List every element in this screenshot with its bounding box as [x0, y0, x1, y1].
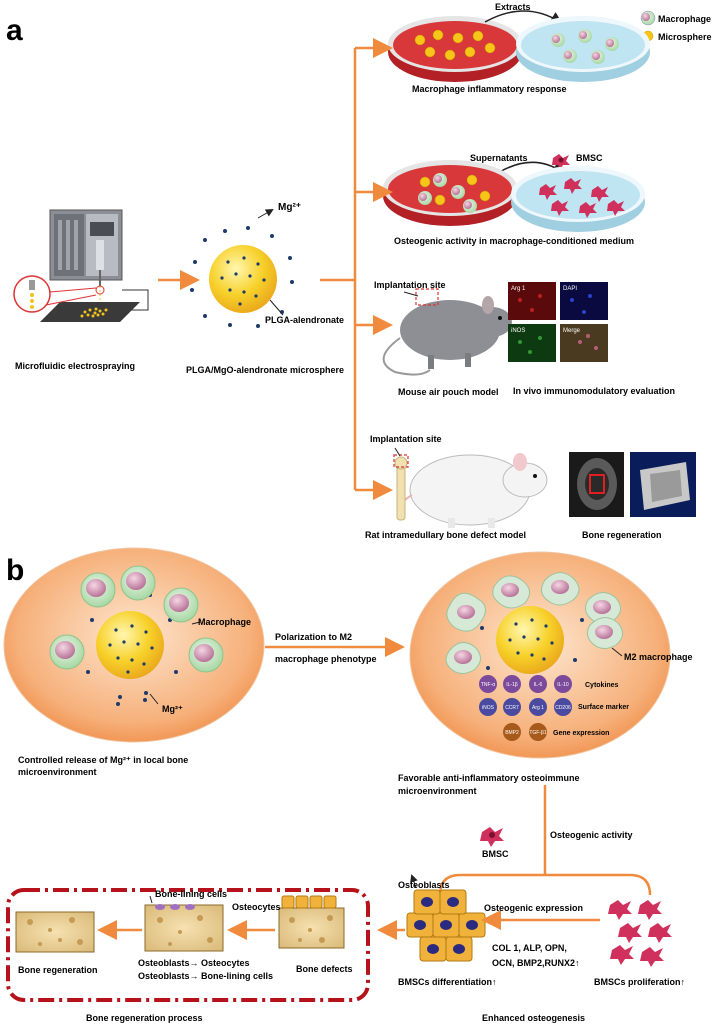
- genes-line1: COL 1, ALP, OPN,: [492, 943, 567, 953]
- plga-microsphere: [190, 226, 294, 328]
- fluor-label-arg1: Arg 1: [511, 286, 526, 292]
- rat-model-label: Rat intramedullary bone defect model: [365, 530, 526, 540]
- ob-osteocytes-label: Osteoblasts→ Osteocytes: [138, 958, 250, 968]
- dish-red-2: [383, 160, 517, 226]
- osteogenic-activity-label: Osteogenic activity: [550, 830, 633, 840]
- extracts-label: Extracts: [495, 2, 531, 12]
- macrophage-response-label: Macrophage inflammatory response: [412, 84, 567, 94]
- bone-defects-image: [278, 895, 345, 949]
- marker-il10: IL-10: [557, 682, 569, 688]
- marker-tgfb1: TGF-β1: [529, 730, 547, 736]
- macrophage-cells-left: [49, 565, 224, 673]
- marker-il6: IL-6: [534, 682, 543, 688]
- controlled-release-line2: microenvironment: [18, 767, 97, 777]
- bmsc-icon-b: [480, 827, 504, 847]
- enhanced-osteogenesis-label: Enhanced osteogenesis: [482, 1013, 585, 1023]
- osteoblast-cluster: [406, 889, 486, 962]
- panel-b-label: b: [6, 554, 24, 587]
- surface-marker-label: Surface marker: [578, 704, 629, 711]
- marker-il1b: IL-1β: [506, 682, 518, 688]
- fluor-label-dapi: DAPI: [563, 286, 577, 292]
- microsphere-name-label: PLGA/MgO-alendronate microsphere: [186, 365, 344, 375]
- favorable-line2: microenvironment: [398, 786, 477, 796]
- bone-lining-label: Bone-lining cells: [155, 889, 227, 899]
- bmsc-legend-icon: [552, 154, 570, 170]
- dish-blue-1: [516, 16, 650, 82]
- marker-balls: TNF-α IL-1β IL-6 IL-10 iNOS CCR7 Arg 1 C…: [479, 675, 572, 741]
- bmsc-label-b: BMSC: [482, 849, 509, 859]
- marker-tnf: TNF-α: [481, 682, 495, 688]
- macrophage-label-b: Macrophage: [198, 617, 251, 627]
- electrospray-device: [13, 209, 149, 322]
- bmsc-legend-label: BMSC: [576, 153, 603, 163]
- plga-alendronate-label: PLGA-alendronate: [265, 315, 344, 325]
- in-vivo-label: In vivo immunomodulatory evaluation: [513, 386, 675, 396]
- m2-cells: [445, 572, 623, 674]
- bone-process-box: [6, 888, 370, 1002]
- implantation-site-label-2: Implantation site: [370, 434, 442, 444]
- bmsc-proliferation-cluster: [608, 900, 672, 967]
- fluorescence-panels: Arg 1 DAPI iNOS Merge: [508, 282, 608, 362]
- fluor-label-merge: Merge: [563, 328, 581, 334]
- bone-middle-image: [144, 904, 224, 952]
- legend: Macrophage Microsphere: [640, 10, 712, 42]
- mg-label-b: Mg²⁺: [162, 704, 183, 714]
- extracts-arrow: [484, 10, 563, 24]
- implantation-site-label-1: Implantation site: [374, 280, 446, 290]
- bone-regeneration-b-label: Bone regeneration: [18, 965, 98, 975]
- marker-bmp2: BMP2: [505, 730, 519, 736]
- plga-pointer: [269, 299, 284, 316]
- bone-regenerated-image: [15, 911, 95, 953]
- microct-images: [569, 452, 696, 517]
- bmsc-differentiation-label: BMSCs differentiation↑: [398, 977, 497, 987]
- legend-macrophage-label: Macrophage: [658, 14, 711, 24]
- marker-ccr7: CCR7: [505, 705, 519, 711]
- rat-illustration: [393, 447, 548, 528]
- bmsc-proliferation-label: BMSCs proliferation↑: [594, 977, 685, 987]
- osteogenic-bracket: [438, 785, 652, 896]
- fluor-label-inos: iNOS: [511, 328, 525, 334]
- macrophage-halo-left: [3, 547, 265, 743]
- cytokines-label: Cytokines: [585, 682, 619, 689]
- marker-cd206: CD206: [555, 705, 571, 711]
- favorable-line1: Favorable anti-inflammatory osteoimmune: [398, 773, 580, 783]
- ob-lining-label: Osteoblasts→ Bone-lining cells: [138, 971, 273, 981]
- osteoblasts-label: Osteoblasts: [398, 880, 450, 890]
- dish-blue-2: [511, 166, 645, 232]
- m2-halo-right: [409, 551, 671, 759]
- marker-inos: iNOS: [482, 705, 495, 711]
- osteogenic-expression-label: Osteogenic expression: [484, 903, 583, 913]
- bone-process-label: Bone regeneration process: [86, 1013, 203, 1023]
- genes-line2: OCN, BMP2,RUNX2↑: [492, 958, 580, 968]
- mg-label-a: Mg²⁺: [278, 202, 301, 213]
- osteogenic-medium-label: Osteogenic activity in macrophage-condit…: [394, 236, 634, 246]
- polarization-line2: macrophage phenotype: [275, 654, 377, 664]
- bone-defects-label: Bone defects: [296, 964, 353, 974]
- controlled-release-line1: Controlled release of Mg²⁺ in local bone: [18, 755, 188, 765]
- branch-arrows: [320, 38, 393, 500]
- osteocytes-label: Osteocytes: [232, 902, 281, 912]
- bone-regeneration-a-label: Bone regeneration: [582, 530, 662, 540]
- mouse-model-label: Mouse air pouch model: [398, 387, 499, 397]
- panel-a-label: a: [6, 14, 23, 47]
- supernatants-label: Supernatants: [470, 153, 528, 163]
- mouse-illustration: [382, 288, 512, 376]
- legend-microsphere-label: Microsphere: [658, 32, 712, 42]
- polarization-line1: Polarization to M2: [275, 632, 352, 642]
- mg-arrow: [257, 209, 274, 219]
- gene-expression-label: Gene expression: [553, 730, 609, 737]
- m2-macrophage-label: M2 macrophage: [624, 652, 693, 662]
- dish-red-1: [388, 16, 522, 82]
- microfluidic-label: Microfluidic electrospraying: [15, 361, 135, 371]
- marker-arg1: Arg 1: [532, 705, 544, 711]
